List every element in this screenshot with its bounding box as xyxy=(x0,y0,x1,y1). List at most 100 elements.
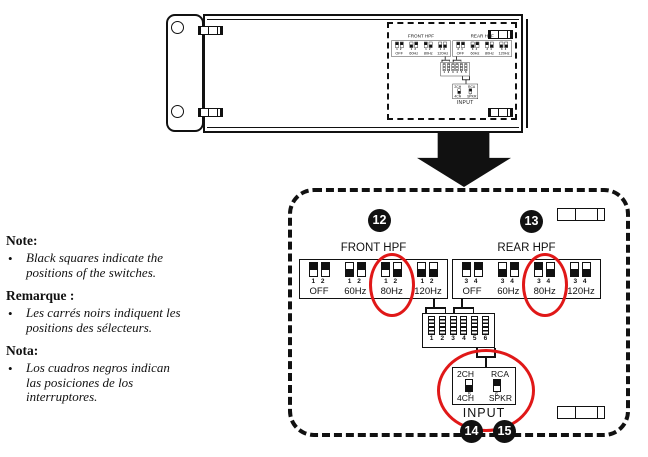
dip-lever-icon xyxy=(442,63,446,71)
hpf-option-label: 120Hz xyxy=(414,286,442,297)
hpf-option-label: 120Hz xyxy=(437,51,449,56)
hpf-option-label: OFF xyxy=(456,51,465,56)
connector-line xyxy=(456,56,457,60)
connector-line xyxy=(460,59,462,63)
input-option-rca: RCA xyxy=(491,369,509,379)
dip-lever-icon xyxy=(460,63,463,71)
switch-numbers: 3 4 xyxy=(486,48,493,51)
switch-icon xyxy=(424,41,428,48)
note-item-fr: • Les carrés noirs indiquent les positio… xyxy=(6,305,216,335)
hpf-option-label: 120Hz xyxy=(498,51,510,56)
step-badge-13: 13 xyxy=(520,210,543,233)
amplifier-endcap xyxy=(526,19,528,128)
rear-hpf-title: REAR HPF xyxy=(470,33,494,39)
switch-icon xyxy=(417,262,427,277)
hpf-option-off: 1 2 OFF xyxy=(305,262,333,298)
dip-switch: 4 xyxy=(460,316,468,347)
switch-numbers: 1 2 xyxy=(311,278,327,285)
amplifier-outline xyxy=(203,14,523,133)
dip-number: 3 xyxy=(451,335,455,342)
mounting-hole-icon xyxy=(171,21,184,34)
note-heading-es: Nota: xyxy=(6,343,39,358)
switch-icon xyxy=(504,41,509,48)
dip-number: 2 xyxy=(447,71,450,74)
switch-number: 5 xyxy=(468,392,472,398)
switch-icon xyxy=(468,88,472,94)
dip-switch: 2 xyxy=(438,316,446,347)
step-badge-12: 12 xyxy=(368,209,391,232)
dip-switch: 2 xyxy=(447,63,450,75)
bullet-icon: • xyxy=(8,306,13,321)
switch-icon xyxy=(582,262,592,277)
switch-icon xyxy=(308,262,318,277)
dip-switch: 1 xyxy=(428,316,435,347)
dip-number: 3 xyxy=(452,71,454,74)
hpf-option-60hz: 1 2 60Hz xyxy=(341,262,369,298)
vent-slot-icon xyxy=(557,406,605,419)
switch-icon xyxy=(497,262,507,277)
connector-line xyxy=(472,307,474,313)
switch-icon xyxy=(461,262,471,277)
dip-number: 1 xyxy=(429,335,434,342)
switch-number: 6 xyxy=(494,392,498,398)
note-heading-fr: Remarque : xyxy=(6,288,75,303)
input-option-4ch: 4CH xyxy=(457,393,475,403)
input-option-spkr: SPKR xyxy=(488,393,512,403)
switch-numbers: 1 2 xyxy=(396,48,403,51)
dip-lever-icon xyxy=(451,63,455,71)
switch-number: 6 xyxy=(469,93,471,97)
dip-switch: 4 xyxy=(455,63,459,75)
switch-numbers: 1 2 xyxy=(347,278,363,285)
dip-lever-icon xyxy=(460,316,468,335)
dip-number: 2 xyxy=(440,335,445,342)
connector-line xyxy=(452,59,462,61)
switch-numbers: 3 4 xyxy=(573,278,589,285)
mounting-hole-icon xyxy=(171,105,184,118)
switch-icon xyxy=(534,262,544,277)
amplifier-inner-line xyxy=(207,19,519,128)
hpf-option-label: 80Hz xyxy=(380,286,403,297)
hpf-option-120hz: 1 2 120Hz xyxy=(437,41,449,56)
hpf-option-60hz: 1 2 60Hz xyxy=(408,41,419,56)
input-option-spkr: SPKR xyxy=(467,94,477,99)
hpf-option-60hz: 3 4 60Hz xyxy=(494,262,522,298)
switch-icon xyxy=(399,41,404,48)
hpf-option-label: OFF xyxy=(395,51,403,56)
switch-icon xyxy=(414,41,418,48)
vent-slot-icon xyxy=(488,30,513,39)
switch-icon xyxy=(456,41,460,48)
note-line: positions of the switches. xyxy=(26,264,156,280)
step-badge-14: 14 xyxy=(460,420,483,443)
connector-line xyxy=(494,348,496,356)
switch-numbers: 3 4 xyxy=(464,278,480,285)
switch-icon xyxy=(475,41,480,48)
switch-icon xyxy=(381,262,391,277)
highlight-dashed-box xyxy=(387,22,517,120)
switch-icon xyxy=(356,262,366,277)
vent-slot-icon xyxy=(198,108,223,117)
hpf-option-label: 60Hz xyxy=(409,51,419,56)
note-line: Los cuadros negros indican xyxy=(26,360,170,375)
switch-icon xyxy=(493,379,501,392)
front-hpf-title: FRONT HPF xyxy=(407,33,435,39)
dip-number: 6 xyxy=(465,71,467,74)
switch-icon xyxy=(428,41,433,48)
input-option-2ch: 2CH xyxy=(454,84,462,89)
bullet-icon: • xyxy=(8,251,13,266)
hpf-option-80hz: 3 4 80Hz xyxy=(484,41,495,56)
rear-hpf-box: 3 4 OFF 3 4 60Hz 3 4 80Hz 3 4 12 xyxy=(452,253,601,317)
input-option-4ch: 4CH xyxy=(454,94,462,99)
connector-line xyxy=(485,356,487,367)
hpf-option-80hz: 1 2 80Hz xyxy=(423,41,434,56)
hpf-option-80hz: 1 2 80Hz xyxy=(368,253,415,317)
dip-number: 6 xyxy=(483,335,488,342)
switch-icon xyxy=(473,262,483,277)
vent-slot-icon xyxy=(557,208,605,221)
connector-line xyxy=(444,56,446,60)
hpf-option-label: 120Hz xyxy=(567,286,595,297)
dip-lever-icon xyxy=(471,316,479,335)
hpf-option-label: 60Hz xyxy=(470,51,480,56)
switch-numbers: 1 2 xyxy=(384,278,400,285)
rear-hpf-title: REAR HPF xyxy=(497,242,556,254)
